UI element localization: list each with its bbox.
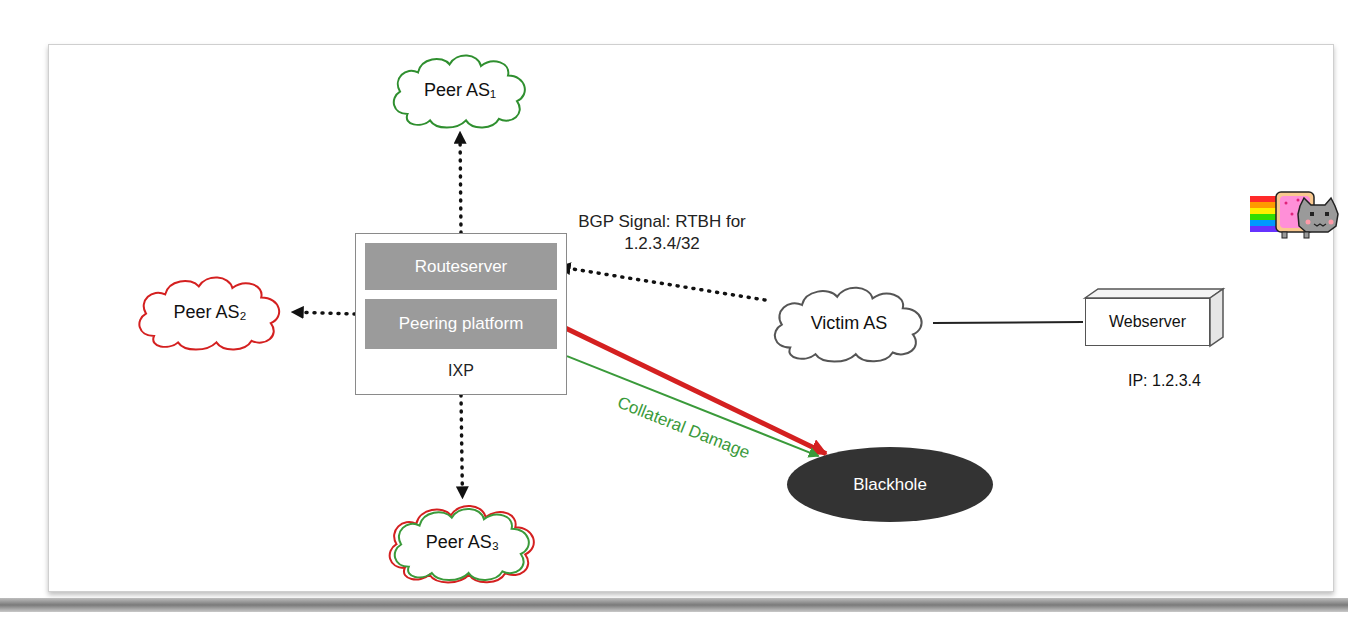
node-text: Webserver: [1109, 313, 1186, 331]
node-text: Blackhole: [853, 475, 927, 495]
ixp-box: IXP RouteserverPeering platform: [355, 233, 567, 395]
bgp-signal-arrow: [559, 267, 765, 300]
node-text: Peer AS₃: [426, 532, 499, 553]
node-text: IXP: [448, 362, 474, 380]
peer-cloud: Peer AS₁: [385, 50, 535, 130]
cloud-line: [775, 288, 922, 362]
node-text: Peer AS₂: [173, 302, 246, 323]
cloud-line: [139, 278, 279, 350]
cloud-line: [394, 56, 525, 128]
edge-label: BGP Signal: RTBH for 1.2.3.4/32: [569, 210, 755, 255]
webserver-box: Webserver: [1085, 298, 1210, 346]
server-top-face: [1085, 289, 1223, 298]
routeserver-band: Routeserver: [365, 243, 557, 290]
node-text: Peering platform: [399, 314, 524, 334]
announce-arrow: [458, 132, 462, 233]
server-side-face: [1210, 289, 1223, 346]
cloud-line: [390, 506, 534, 583]
shadow-bar: [0, 598, 1348, 612]
blackhole-fill: [787, 447, 993, 522]
victim-cloud: Victim AS: [765, 282, 933, 364]
announce-arrow: [461, 395, 462, 498]
nyan-cat-icon: [1250, 192, 1338, 238]
announce-arrow: [292, 312, 355, 314]
address-label: IP: 1.2.3.4: [1128, 372, 1201, 390]
node-text: Victim AS: [811, 313, 888, 334]
peer-cloud: Peer AS₃: [380, 500, 545, 585]
node-text: Peer AS₁: [424, 80, 496, 101]
node-text: Routeserver: [415, 257, 508, 277]
blackhole-ellipse: Blackhole: [787, 447, 993, 522]
edge-label: Collateral Damage: [612, 391, 757, 466]
cloud-line: [395, 509, 529, 580]
server-link: [933, 321, 1083, 324]
platform-band: Peering platform: [365, 299, 557, 349]
peer-cloud: Peer AS₂: [130, 272, 290, 352]
